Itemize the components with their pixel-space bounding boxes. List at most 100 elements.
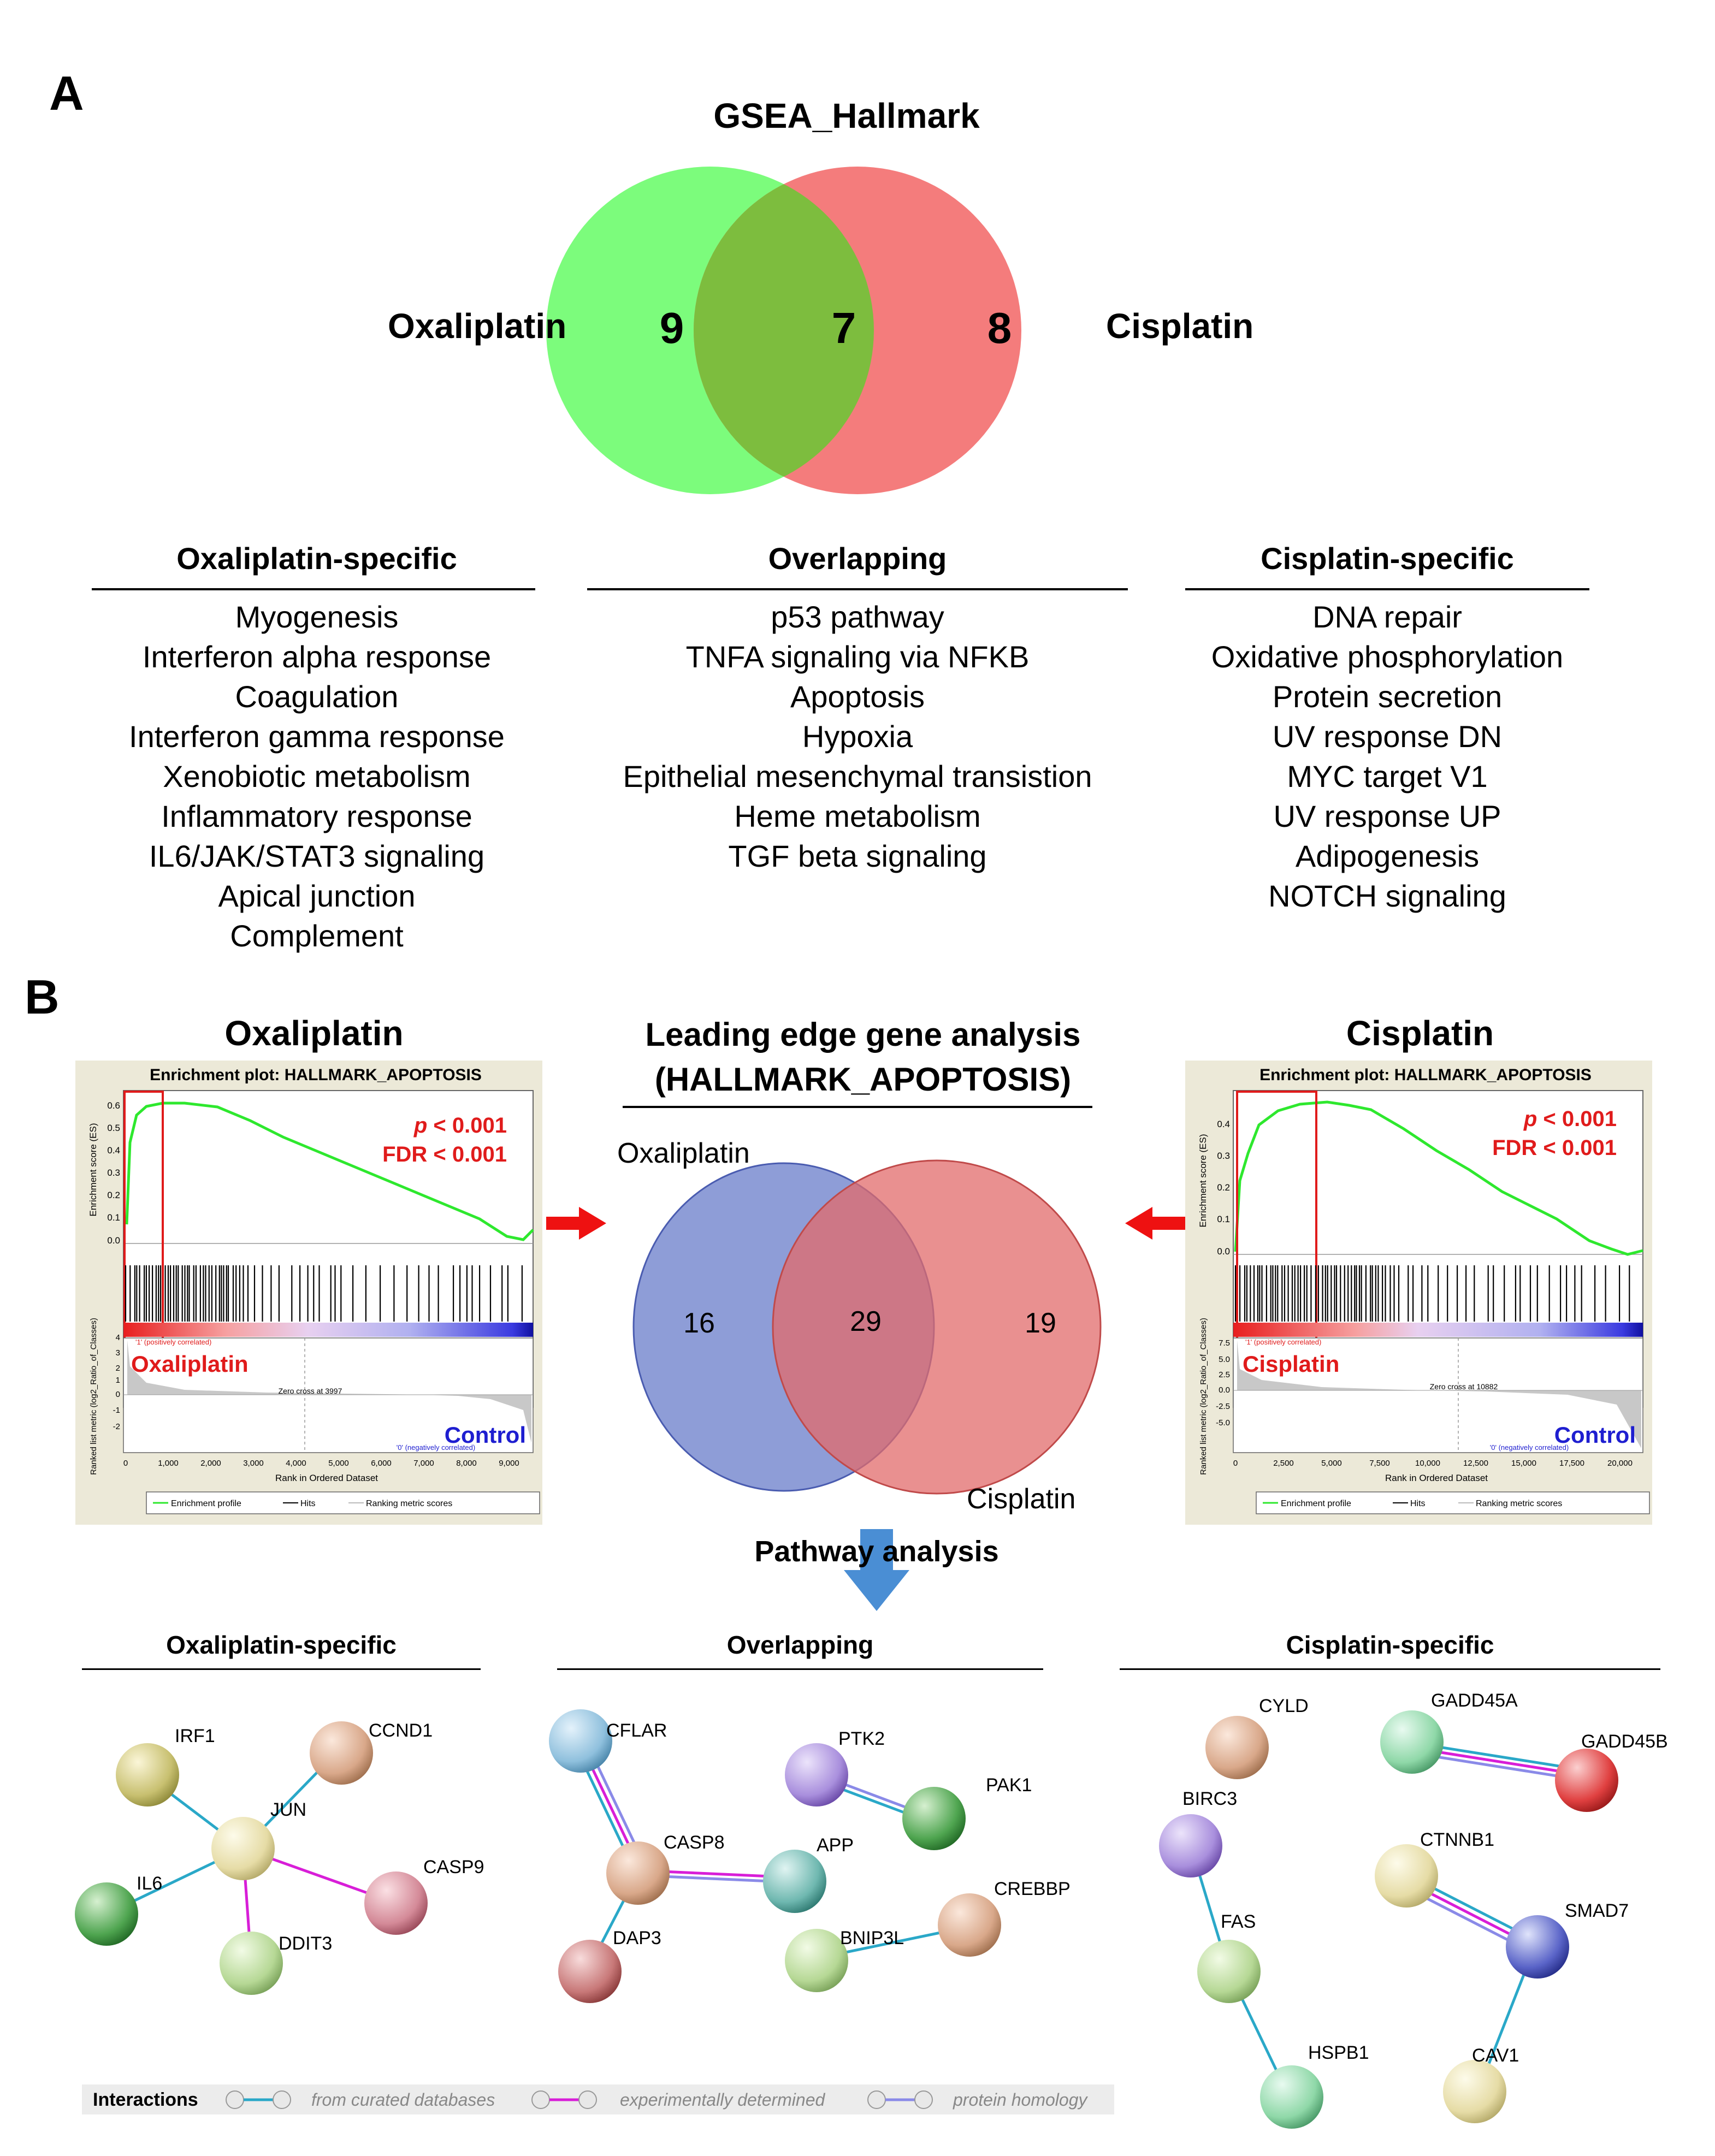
svg-text:CFLAR: CFLAR	[606, 1720, 667, 1741]
svg-text:-1: -1	[113, 1406, 120, 1415]
list-item: Coagulation	[235, 679, 399, 714]
overlap-nodes	[549, 1709, 1001, 2003]
svg-text:-2.5: -2.5	[1216, 1402, 1230, 1411]
node-birc3	[1159, 1814, 1222, 1877]
es-ylabel: Enrichment score (ES)	[88, 1123, 98, 1217]
enrichment-profile-line	[1234, 1100, 1643, 1256]
svg-text:Interactions: Interactions	[93, 2089, 198, 2110]
svg-text:GADD45B: GADD45B	[1581, 1731, 1668, 1752]
arrow-right-icon	[546, 1207, 606, 1240]
list-item: p53 pathway	[771, 600, 944, 634]
svg-text:0.0: 0.0	[1217, 1246, 1230, 1257]
gsea-plot-cisplatin: Enrichment plot: HALLMARK_APOPTOSIS 0.4 …	[1185, 1061, 1652, 1525]
list-item: NOTCH signaling	[1268, 879, 1506, 913]
svg-text:0.4: 0.4	[107, 1145, 120, 1156]
list-item: Myogenesis	[235, 600, 399, 634]
overlap-node-labels: CFLAR PTK2 PAK1 CASP8 APP CREBBP DAP3 BN…	[606, 1720, 1071, 1948]
list-item: DNA repair	[1312, 600, 1462, 634]
net-oxa-rule	[82, 1668, 481, 1670]
svg-text:0.4: 0.4	[1217, 1119, 1230, 1129]
node-dap3	[558, 1940, 622, 2003]
svg-text:PTK2: PTK2	[838, 1728, 885, 1749]
es-tick-labels: 0.4 0.3 0.2 0.1 0.0	[1217, 1119, 1230, 1257]
svg-text:BIRC3: BIRC3	[1182, 1788, 1237, 1809]
venn-count-right: 8	[987, 304, 1012, 352]
leading-edge-title-1: Leading edge gene analysis	[645, 1016, 1081, 1053]
pos-label: Oxaliplatin	[131, 1351, 249, 1377]
svg-text:-2: -2	[113, 1422, 120, 1431]
venn-count-overlap: 7	[831, 304, 856, 352]
cis-node-labels: CYLD GADD45A GADD45B BIRC3 CTNNB1 SMAD7 …	[1182, 1690, 1668, 2066]
svg-text:experimentally determined: experimentally determined	[620, 2090, 826, 2110]
x-label: Rank in Ordered Dataset	[275, 1473, 378, 1483]
svg-text:CAV1: CAV1	[1472, 2045, 1519, 2066]
x-label: Rank in Ordered Dataset	[1385, 1473, 1488, 1483]
svg-text:1,000: 1,000	[158, 1459, 179, 1468]
neg-label: Control	[1554, 1422, 1636, 1448]
node-casp9	[364, 1871, 428, 1935]
col-cis-rule	[1185, 588, 1589, 590]
svg-text:0.1: 0.1	[1217, 1214, 1230, 1224]
svg-text:Enrichment profile: Enrichment profile	[1281, 1499, 1351, 1508]
svg-text:4,000: 4,000	[286, 1459, 306, 1468]
svg-text:HSPB1: HSPB1	[1308, 2042, 1369, 2063]
enrichment-profile-line	[125, 1101, 534, 1241]
venn-title: GSEA_Hallmark	[713, 96, 980, 135]
leading-edge-rule	[623, 1106, 1092, 1108]
list-item: Adipogenesis	[1295, 839, 1480, 873]
svg-text:0.1: 0.1	[107, 1212, 120, 1223]
svg-text:2: 2	[116, 1364, 120, 1373]
es-tick-labels: 0.6 0.5 0.4 0.3 0.2 0.1 0.0	[107, 1100, 120, 1246]
list-item: TNFA signaling via NFKB	[685, 639, 1030, 674]
cis-nodes	[1159, 1710, 1618, 2129]
node-ddit3	[220, 1932, 283, 1995]
svg-text:5.0: 5.0	[1219, 1355, 1230, 1364]
rank-color-bar	[1233, 1323, 1643, 1337]
svg-text:DDIT3: DDIT3	[279, 1933, 332, 1954]
oxa-node-labels: IRF1 CCND1 JUN CASP9 IL6 DDIT3	[137, 1720, 484, 1954]
hit-bars	[1234, 1265, 1630, 1322]
svg-text:Hits: Hits	[1410, 1499, 1426, 1508]
list-item: Apoptosis	[790, 679, 925, 714]
svg-text:7,000: 7,000	[413, 1459, 434, 1468]
list-item: Hypoxia	[802, 719, 913, 754]
x-tick-labels: 0 2,500 5,000 7,500 10,000 12,500 15,000…	[1233, 1459, 1633, 1468]
svg-text:CASP9: CASP9	[423, 1857, 484, 1877]
venn-circle-cisplatin	[772, 1159, 1102, 1495]
svg-text:0.2: 0.2	[107, 1190, 120, 1200]
hit-bars	[125, 1265, 523, 1322]
neg-label: Control	[445, 1422, 526, 1448]
node-pak1	[902, 1787, 966, 1850]
svg-text:Ranking metric scores: Ranking metric scores	[1476, 1499, 1562, 1508]
fdr-value: FDR < 0.001	[1492, 1136, 1617, 1160]
hallmark-venn	[546, 167, 1021, 494]
node-ptk2	[785, 1743, 848, 1806]
node-ccnd1	[310, 1721, 373, 1785]
list-item: Protein secretion	[1272, 679, 1503, 714]
node-hspb1	[1260, 2065, 1323, 2129]
list-item: Xenobiotic metabolism	[163, 759, 471, 793]
list-item: Apical junction	[218, 879, 416, 913]
svg-text:FAS: FAS	[1221, 1911, 1256, 1932]
svg-text:2,500: 2,500	[1273, 1459, 1294, 1468]
panel-b-label: B	[25, 970, 60, 1024]
node-bnip3l	[785, 1929, 848, 1992]
leading-venn-count-left: 16	[683, 1307, 715, 1339]
rank-color-bar	[123, 1323, 533, 1337]
svg-text:PAK1: PAK1	[986, 1775, 1032, 1796]
node-gadd45a	[1380, 1710, 1444, 1774]
col-oxa-rule	[92, 588, 535, 590]
pos-label: Cisplatin	[1243, 1351, 1339, 1377]
rank-tick-labels: 7.5 5.0 2.5 0.0 -2.5 -5.0	[1216, 1338, 1230, 1428]
node-gadd45b	[1555, 1749, 1618, 1812]
down-arrow-icon	[844, 1529, 909, 1611]
list-item: Inflammatory response	[161, 799, 472, 833]
list-item: IL6/JAK/STAT3 signaling	[149, 839, 485, 873]
rank-tick-labels: 4 3 2 1 0 -1 -2	[113, 1333, 120, 1431]
svg-text:Hits: Hits	[300, 1499, 316, 1508]
svg-text:-5.0: -5.0	[1216, 1418, 1230, 1428]
svg-text:7.5: 7.5	[1219, 1338, 1230, 1348]
leading-venn-right-label: Cisplatin	[967, 1483, 1076, 1515]
node-cflar	[549, 1709, 612, 1773]
panel-a-label: A	[49, 66, 84, 120]
